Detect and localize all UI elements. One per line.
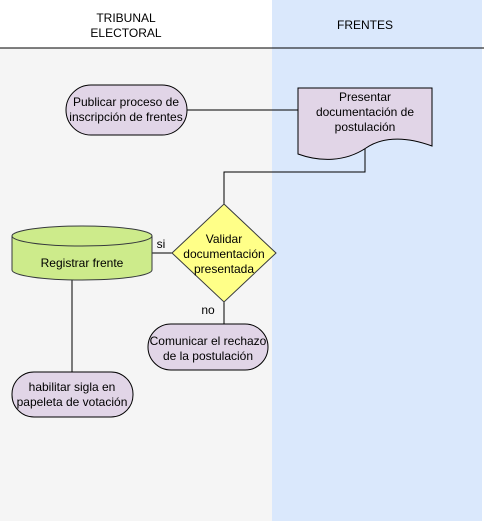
node-validar-line2: documentación <box>183 247 264 261</box>
node-presentar-line2: documentación de <box>316 105 414 119</box>
lane-title-frentes: FRENTES <box>337 18 393 32</box>
node-publicar-line2: inscripción de frentes <box>69 110 182 124</box>
lane-title-tribunal-line1: TRIBUNAL <box>96 11 156 25</box>
node-presentar-line1: Presentar <box>339 90 391 104</box>
node-comunicar-line1: Comunicar el rechazo <box>150 334 267 348</box>
node-habilitar-line1: habilitar sigla en <box>29 380 116 394</box>
node-habilitar-line2: papeleta de votación <box>17 395 128 409</box>
lane-header-frentes <box>272 0 482 48</box>
edge-label-no: no <box>201 303 215 317</box>
lane-title-tribunal-line2: ELECTORAL <box>90 26 161 40</box>
node-validar-documentacion[interactable]: Validar documentación presentada <box>171 203 277 303</box>
node-comunicar-rechazo[interactable]: Comunicar el rechazo de la postulación <box>147 323 269 371</box>
node-comunicar-line2: de la postulación <box>163 349 253 363</box>
node-publicar-line1: Publicar proceso de <box>73 95 179 109</box>
node-habilitar-sigla[interactable]: habilitar sigla en papeleta de votación <box>11 371 134 418</box>
edge-presentar-to-validar <box>223 148 366 204</box>
node-validar-line1: Validar <box>206 232 242 246</box>
node-registrar-line1: Registrar frente <box>41 256 124 270</box>
node-validar-line3: presentada <box>194 262 254 276</box>
lane-frentes <box>272 0 482 521</box>
lane-header-tribunal <box>0 0 272 48</box>
node-presentar-documentacion[interactable]: Presentar documentación de postulación <box>297 87 433 160</box>
edge-label-si: si <box>157 237 166 251</box>
node-publicar-proceso[interactable]: Publicar proceso de inscripción de frent… <box>65 84 188 136</box>
node-registrar-frente[interactable]: Registrar frente <box>11 225 153 281</box>
node-presentar-line3: postulación <box>335 120 396 134</box>
